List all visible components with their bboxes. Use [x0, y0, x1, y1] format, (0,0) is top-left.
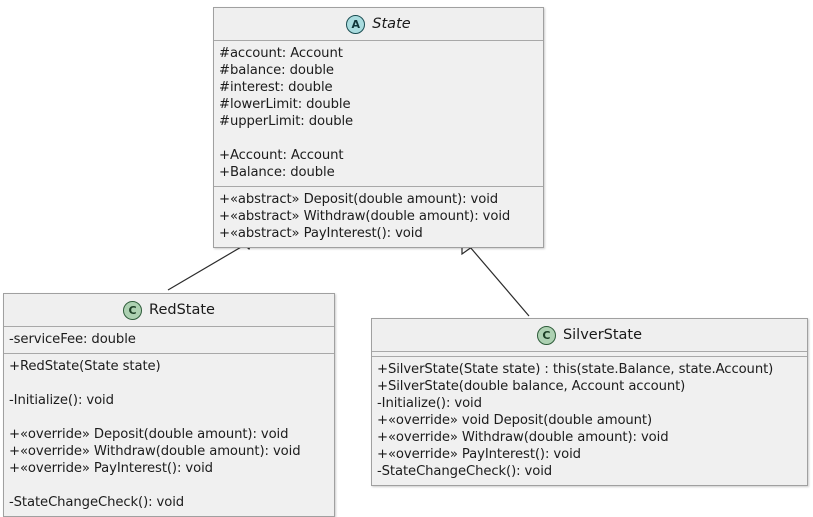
member-line: #balance: double — [219, 63, 334, 78]
member-line: +«abstract» PayInterest(): void — [219, 226, 423, 241]
member-line: #upperLimit: double — [219, 114, 354, 129]
class-node-state[interactable]: A State #account: Account #balance: doub… — [213, 7, 544, 248]
member-line: +«abstract» Deposit(double amount): void — [219, 192, 499, 207]
class-badge-icon: C — [536, 325, 556, 345]
member-line: -StateChangeCheck(): void — [377, 464, 553, 479]
class-header-state: A State — [214, 8, 543, 41]
class-name-silverstate: SilverState — [562, 327, 643, 343]
member-line: -Initialize(): void — [9, 393, 114, 408]
member-line: +RedState(State state) — [9, 359, 161, 374]
member-line: +«override» Withdraw(double amount): voi… — [377, 430, 669, 445]
member-line: +SilverState(double balance, Account acc… — [377, 379, 686, 394]
operations-compartment-silverstate: +SilverState(State state) : this(state.B… — [372, 357, 807, 485]
member-line: -StateChangeCheck(): void — [9, 495, 185, 510]
abstract-class-badge-icon: A — [346, 14, 366, 34]
class-node-redstate[interactable]: C RedState -serviceFee: double +RedState… — [3, 293, 335, 517]
member-line: +Account: Account — [219, 148, 344, 163]
member-line: -Initialize(): void — [377, 396, 482, 411]
generalization-silverstate-to-state — [461, 234, 530, 317]
member-line: +«override» void Deposit(double amount) — [377, 413, 653, 428]
member-line: +«abstract» Withdraw(double amount): voi… — [219, 209, 511, 224]
member-line: +«override» Deposit(double amount): void — [9, 427, 289, 442]
class-name-redstate: RedState — [149, 302, 215, 318]
member-line: #account: Account — [219, 46, 343, 61]
class-node-silverstate[interactable]: C SilverState +SilverState(State state) … — [371, 318, 808, 486]
operations-compartment-redstate: +RedState(State state) -Initialize(): vo… — [4, 354, 334, 516]
member-line: #interest: double — [219, 80, 333, 95]
member-line: +Balance: double — [219, 165, 335, 180]
member-line: #lowerLimit: double — [219, 97, 351, 112]
member-line-spacer — [9, 409, 329, 426]
member-line: +«override» PayInterest(): void — [377, 447, 581, 462]
member-line: +«override» PayInterest(): void — [9, 461, 213, 476]
operations-compartment-state: +«abstract» Deposit(double amount): void… — [214, 187, 543, 247]
class-header-redstate: C RedState — [4, 294, 334, 327]
class-header-silverstate: C SilverState — [372, 319, 807, 352]
attributes-compartment-silverstate — [372, 352, 807, 357]
class-name-state: State — [372, 16, 411, 32]
attributes-compartment-state: #account: Account #balance: double #inte… — [214, 41, 543, 187]
class-badge-icon: C — [123, 300, 143, 320]
member-line-spacer — [219, 130, 538, 147]
attributes-compartment-redstate: -serviceFee: double — [4, 327, 334, 354]
member-line: +SilverState(State state) : this(state.B… — [377, 362, 774, 377]
member-line-spacer — [9, 375, 329, 392]
member-line: +«override» Withdraw(double amount): voi… — [9, 444, 301, 459]
member-line-spacer — [9, 477, 329, 494]
member-line: -serviceFee: double — [9, 332, 136, 347]
